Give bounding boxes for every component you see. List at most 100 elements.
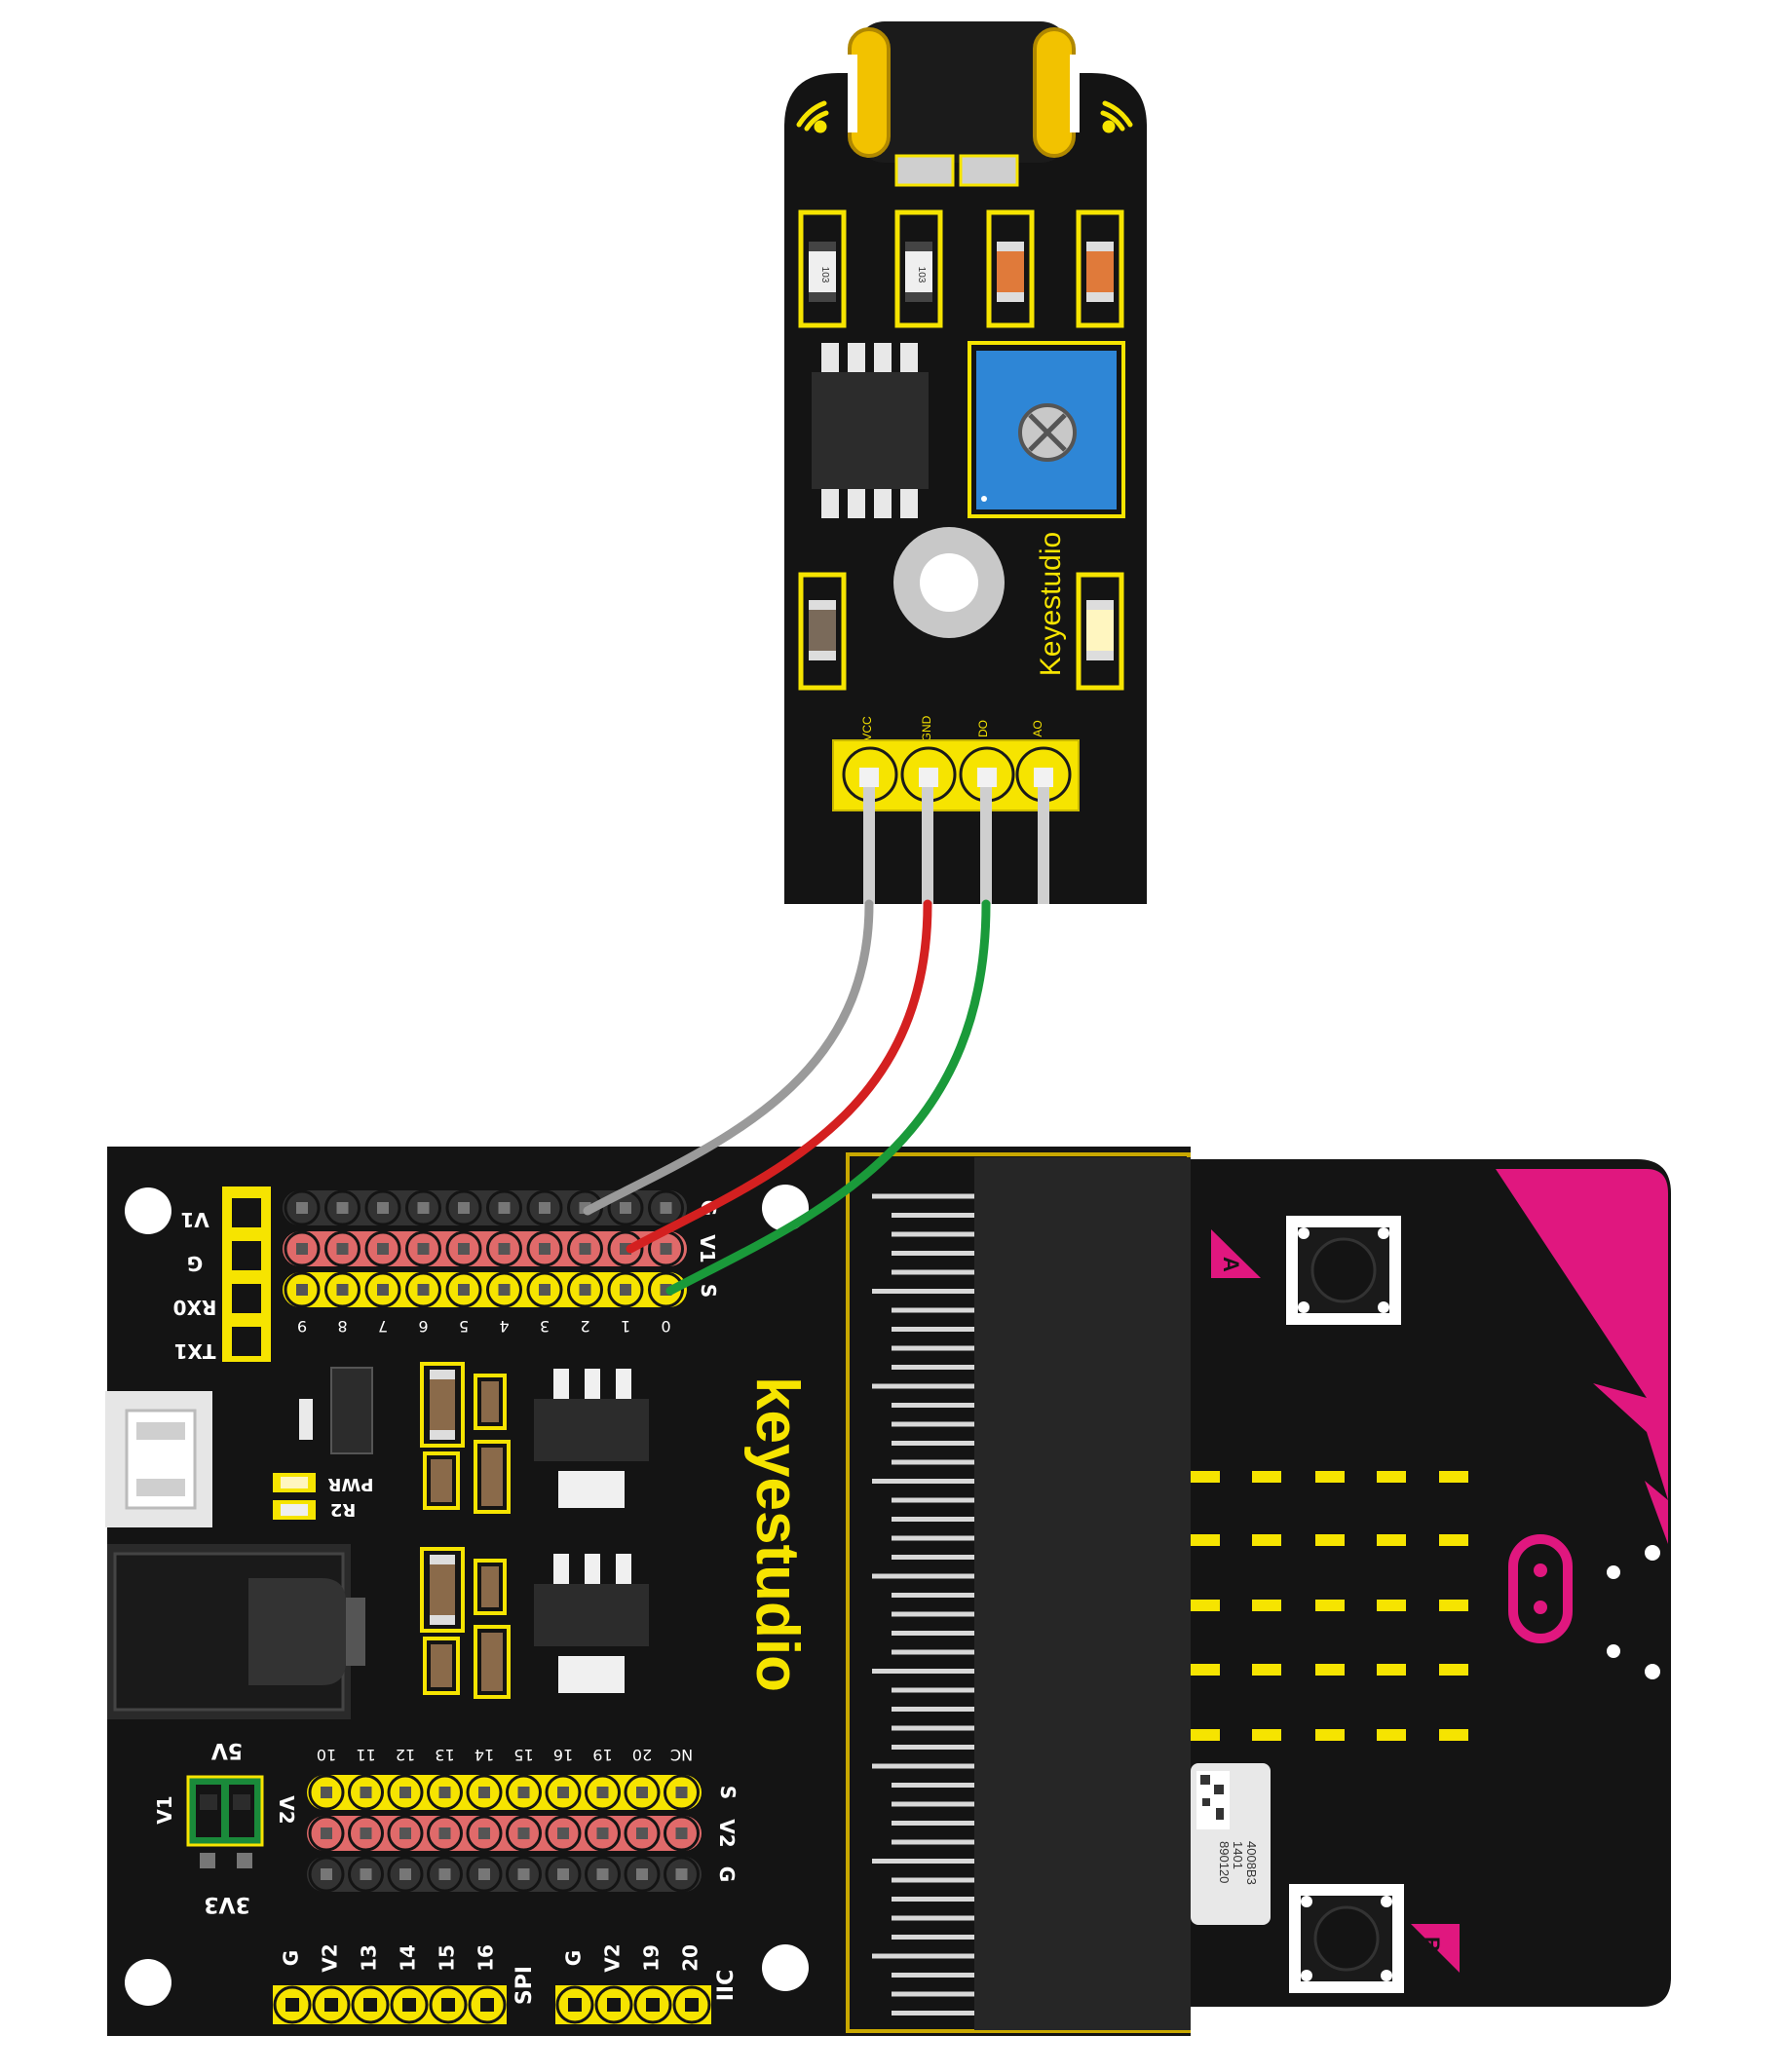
usb-connector [105,1391,212,1527]
sensor-pin-labels: VCC GND DO AO [860,715,1044,741]
bottom-pin-hole [360,1868,372,1880]
sensor-brand: Keyestudio [1035,532,1067,676]
bottom-pin-hole [360,1787,372,1798]
bottom-pin-hole [517,1868,530,1880]
top-pin-number: 7 [378,1317,388,1336]
top-pin-number: 9 [297,1317,307,1336]
sensor-pin-header [832,739,1080,904]
top-pin-hole [539,1284,550,1296]
top-pin-hole [377,1243,389,1255]
chip-text-3: 890120 [1217,1841,1232,1883]
edge-pin-label: 19 [640,1944,664,1972]
top-pin-hole [620,1284,631,1296]
voltage-jumper[interactable] [186,1775,264,1868]
top-pin-number: 2 [580,1317,589,1336]
bottom-pin-hole [360,1827,372,1839]
bottom-pin-number: 10 [317,1746,336,1764]
bottom-pin-hole [596,1787,609,1798]
dc-power-jack [107,1544,365,1719]
top-pin-hole [498,1243,511,1255]
bottom-pin-number: 12 [396,1746,415,1764]
top-pin-number: 5 [459,1317,469,1336]
bottom-pin-hole [517,1827,530,1839]
led-matrix [1191,1471,1468,1741]
spi-label: SPI [512,1966,537,2005]
r2-label: R2 [330,1499,356,1520]
top-pin-hole [498,1284,511,1296]
top-pin-hole [417,1284,430,1296]
vibration-sensor-element [848,21,1080,163]
jumper-label-5v: 5V [211,1738,243,1762]
button-a-label: A [1219,1257,1243,1272]
top-pin-hole [417,1202,430,1214]
edge-pin-label: 13 [358,1944,381,1972]
bottom-pin-hole [399,1868,411,1880]
edge-pin-hole [324,1998,338,2012]
top-pin-hole [417,1243,430,1255]
bottom-pin-number: 20 [632,1746,652,1764]
wire-red-vcc [626,899,932,1254]
serial-label-rx0: RX0 [173,1296,217,1319]
bottom-pin-hole [557,1787,569,1798]
bottom-pin-hole [675,1827,688,1839]
pin-label-ao: AO [1031,720,1044,736]
chip-text-1: 4008B3 [1244,1841,1259,1885]
edge-pin-label: 15 [436,1944,459,1972]
top-pin-hole [296,1284,308,1296]
pin-label-do: DO [976,720,990,737]
bottom-pin-number: 11 [356,1746,375,1764]
button-b-label: B [1420,1937,1444,1952]
bottom-pin-hole [438,1827,451,1839]
sensor-components-row: 103 103 [798,209,1124,328]
wire-green-signal [665,899,991,1296]
bottom-pin-hole [675,1868,688,1880]
edge-pin-label: 14 [397,1944,420,1972]
bottom-pin-hole [596,1827,609,1839]
sensor-module: 103 103 [784,21,1147,904]
button-b[interactable] [1289,1884,1404,1993]
edge-pin-hole [441,1998,455,2012]
bottom-pin-hole [517,1787,530,1798]
top-pin-hole [539,1243,550,1255]
top-pin-hole [620,1202,631,1214]
bottom-pin-number: 16 [553,1746,573,1764]
wires [583,899,991,1296]
top-pin-hole [336,1284,349,1296]
jumper-label-3v3: 3V3 [204,1892,250,1916]
microbit-chip-sticker: 4008B3 1401 890120 [1191,1763,1271,1925]
comparator-chip [812,343,929,518]
bottom-pin-number: 13 [435,1746,454,1764]
serial-header: V1 G RX0 TX1 [173,1187,271,1363]
signal-icon [796,100,1133,133]
top-pin-number: 6 [418,1317,428,1336]
edge-pin-hole [568,1998,582,2012]
bottom-pin-hole [675,1787,688,1798]
edge-pin-label: 16 [474,1944,498,1972]
bottom-pin-number: NC [670,1746,693,1764]
bottom-pin-hole [478,1827,490,1839]
edge-pin-label: G [562,1950,586,1966]
top-pin-hole [579,1284,591,1296]
potentiometer[interactable] [968,341,1125,518]
top-pin-number: 3 [540,1317,550,1336]
bottom-pin-number: 14 [474,1746,494,1764]
top-pin-hole [660,1202,672,1214]
resistor-code-2: 103 [916,267,927,283]
edge-pin-hole [402,1998,416,2012]
shield-brand: keyestudio [743,1376,811,1692]
wire-gray-gnd [583,899,874,1216]
bottom-pin-hole [321,1827,332,1839]
top-pin-hole [498,1202,511,1214]
serial-label-tx1: TX1 [174,1339,216,1363]
pin-label-gnd: GND [920,715,933,741]
button-a[interactable] [1286,1216,1401,1325]
bottom-pin-hole [478,1787,490,1798]
bottom-pin-hole [399,1787,411,1798]
bottom-row-label-v2: V2 [715,1819,739,1847]
top-pin-hole [660,1243,672,1255]
chip-text-2: 1401 [1231,1841,1245,1869]
top-pin-hole [296,1243,308,1255]
bottom-pin-hole [557,1868,569,1880]
